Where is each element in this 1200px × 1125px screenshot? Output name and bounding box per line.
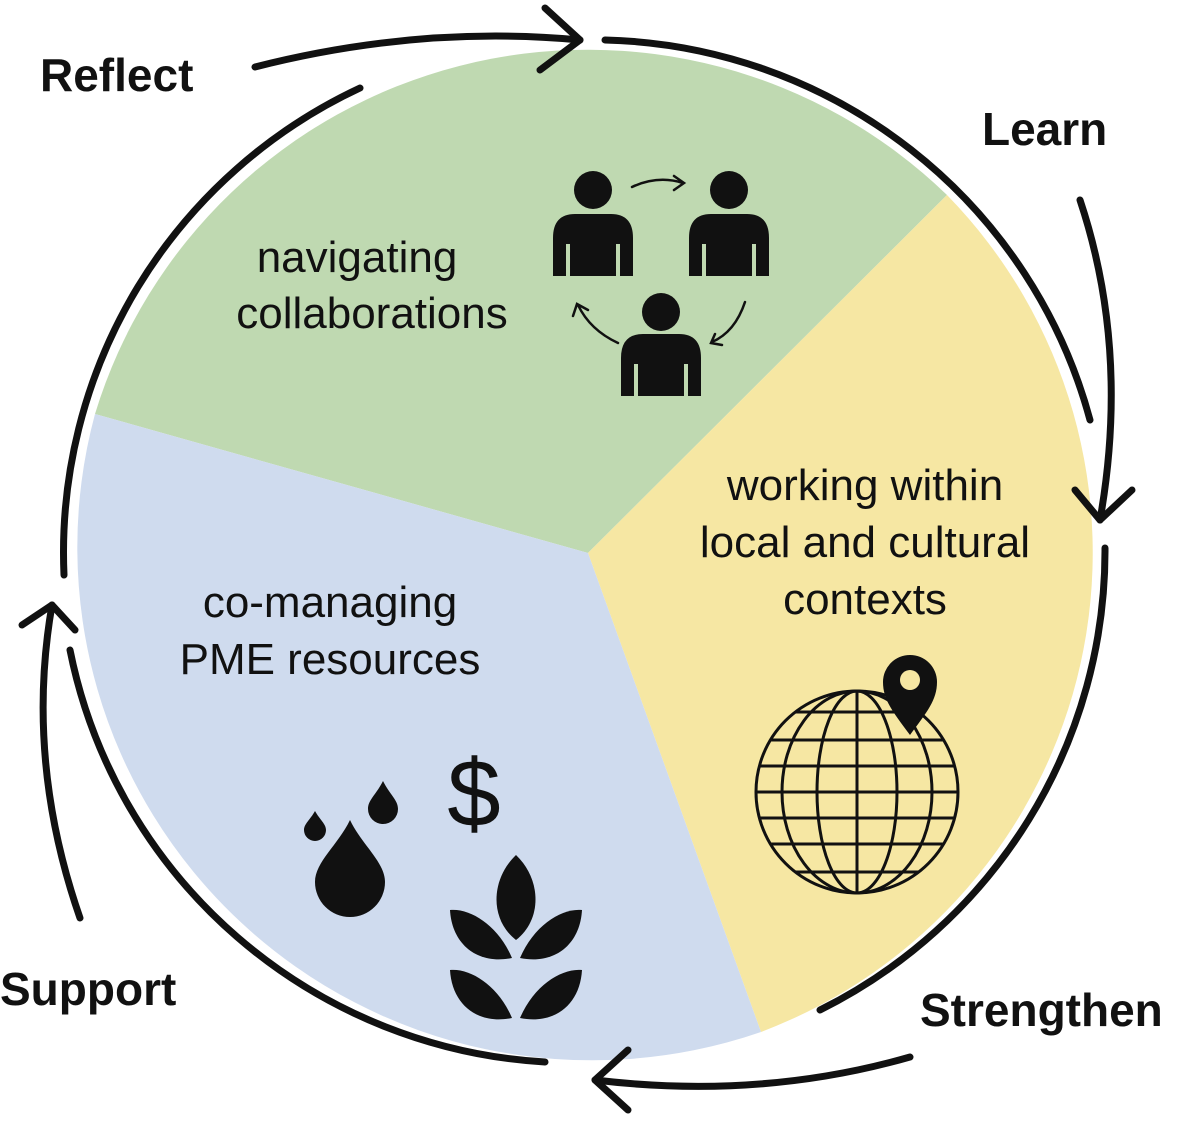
- arrowhead-top: [536, 4, 584, 74]
- outline-arc-bottom: [66, 646, 549, 1066]
- person-icon: [689, 171, 769, 276]
- person-icon: [553, 171, 633, 276]
- water-drops-icon: [304, 781, 398, 917]
- cycle-outline: [60, 36, 1109, 1066]
- label-resources-line-2: PME resources: [180, 635, 481, 684]
- label-contexts-line-2: local and cultural: [700, 518, 1030, 567]
- outline-arc-left: [60, 84, 364, 579]
- sector-contexts: [588, 195, 1093, 1032]
- label-resources-line-1: co-managing: [203, 578, 457, 627]
- stage-label-strengthen: Strengthen: [920, 984, 1163, 1036]
- arrowhead-right: [1071, 486, 1136, 524]
- label-contexts-line-3: contexts: [783, 575, 947, 624]
- outline-arc-top: [601, 36, 1094, 424]
- arrow-support-to-reflect: [39, 601, 84, 922]
- arrow-reflect-to-learn: [251, 32, 584, 71]
- sector-resources: [77, 414, 761, 1061]
- location-pin-icon: [883, 655, 937, 735]
- dollar-icon: $: [447, 740, 500, 847]
- arrow-learn-to-strengthen: [1076, 196, 1115, 524]
- outline-arc-right: [816, 544, 1109, 1014]
- drop-icon: [368, 781, 398, 824]
- small-arrows: [571, 174, 747, 347]
- wheat-icon: [450, 855, 582, 1020]
- person-icon: [621, 293, 701, 396]
- globe-icon: [754, 689, 960, 895]
- label-contexts-line-1: working within: [726, 461, 1003, 510]
- stage-label-learn: Learn: [982, 103, 1107, 155]
- drop-icon: [304, 811, 326, 841]
- arrowhead-bottom: [591, 1046, 632, 1114]
- drop-icon: [315, 820, 385, 917]
- globe-location-icon: [754, 655, 960, 895]
- label-contexts: working within local and cultural contex…: [700, 461, 1030, 624]
- arrow-strengthen-to-support: [591, 1053, 914, 1090]
- arrowhead-left: [18, 601, 79, 634]
- label-collaborations: navigating collaborations: [236, 233, 508, 338]
- stage-label-support: Support: [0, 963, 176, 1015]
- label-resources: co-managing PME resources: [180, 578, 481, 684]
- people-cycle-icon: [553, 171, 769, 396]
- label-collaborations-line-2: collaborations: [236, 289, 508, 338]
- label-collaborations-line-1: navigating: [257, 233, 458, 282]
- stage-label-reflect: Reflect: [40, 49, 193, 101]
- cycle-arrows: [18, 4, 1136, 1114]
